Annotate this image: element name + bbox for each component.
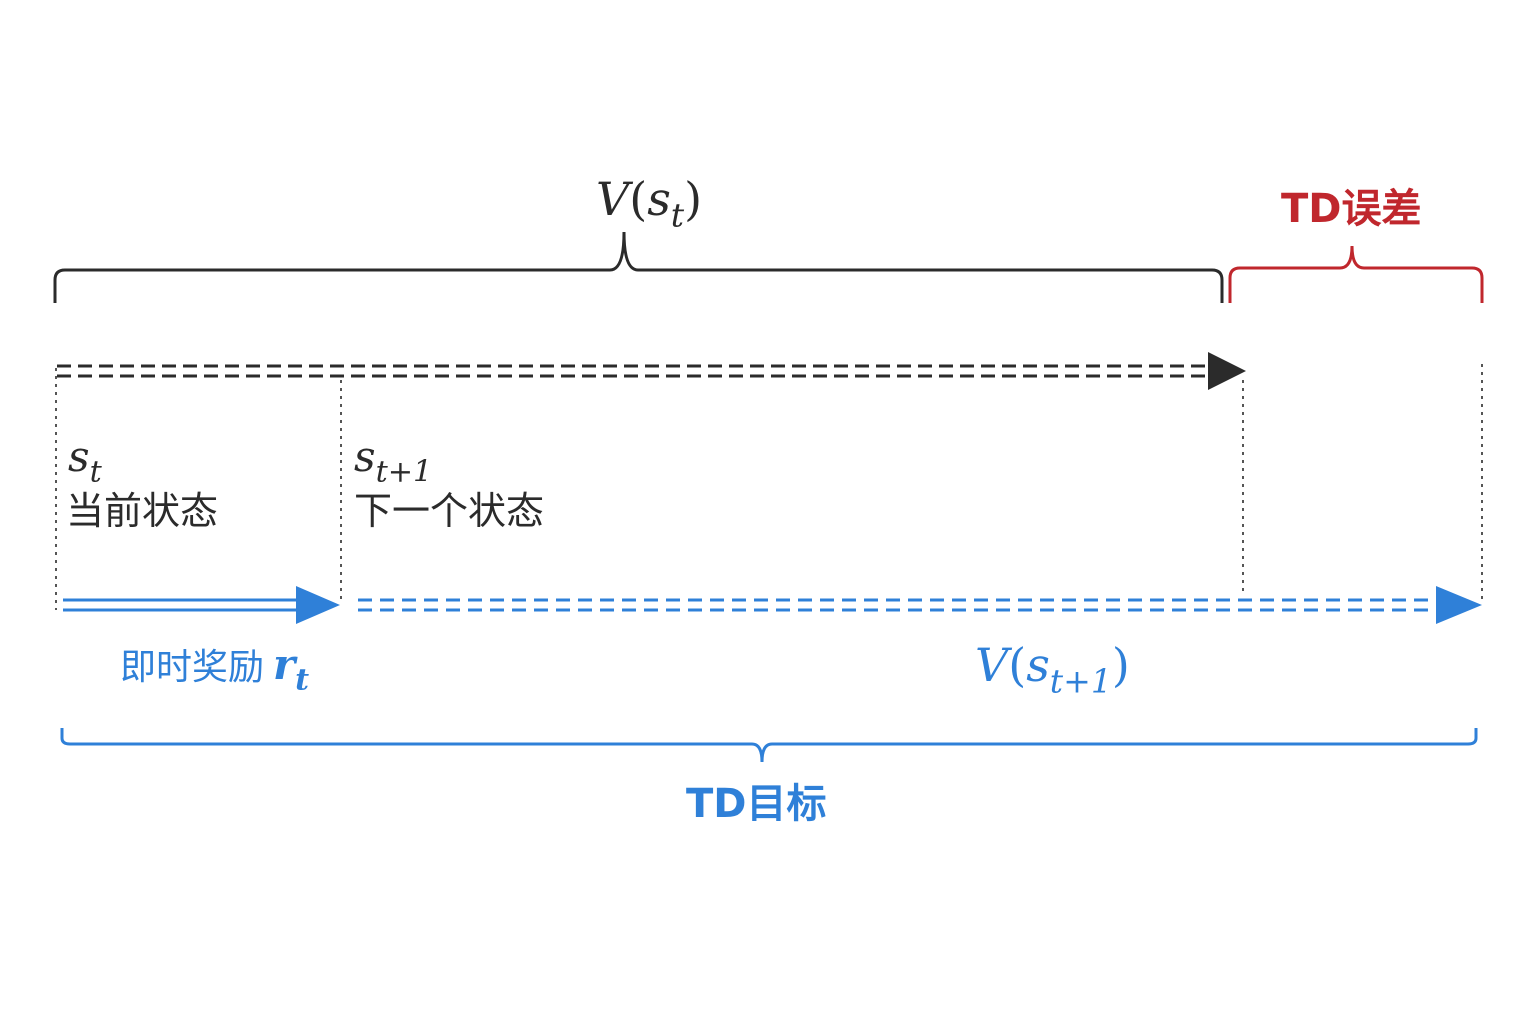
reward-arrowhead (296, 586, 340, 624)
reward-label: 即时奖励 rt (120, 644, 309, 696)
reward-symbol: rt (273, 640, 309, 696)
value-current-func: V (596, 172, 630, 226)
value-current-label: V(st) (596, 176, 702, 232)
value-current-arrowhead (1208, 352, 1246, 390)
reward-letter: r (273, 640, 296, 689)
current-state-subscript: t (89, 454, 102, 490)
next-state-letter: s (354, 432, 376, 481)
next-value-arrowhead (1436, 586, 1482, 624)
td-target-label: TD目标 (686, 781, 827, 827)
value-current-paren-open: ( (629, 172, 648, 226)
reward-caption: 即时奖励 (120, 647, 265, 688)
td-error-label: TD误差 (1281, 186, 1422, 232)
current-state-symbol: st (68, 436, 102, 488)
next-value-func: V (975, 638, 1009, 692)
reward-subscript: t (295, 662, 310, 698)
value-current-state: s (647, 172, 671, 226)
td-target-brace (60, 728, 1478, 763)
td-error-brace (1228, 245, 1484, 303)
current-state-caption: 当前状态 (66, 489, 219, 533)
next-state-symbol: st+1 (354, 436, 432, 488)
next-state-subscript: t+1 (375, 454, 433, 490)
next-state-caption: 下一个状态 (354, 489, 545, 533)
next-value-subscript: t+1 (1049, 661, 1112, 701)
next-value-paren-close: ) (1111, 638, 1130, 692)
value-current-paren-close: ) (684, 172, 703, 226)
value-current-subscript: t (670, 195, 685, 235)
current-state-letter: s (68, 432, 90, 481)
next-value-state: s (1026, 638, 1050, 692)
next-value-label: V(st+1) (975, 642, 1130, 698)
value-current-brace (53, 231, 1224, 303)
next-value-paren-open: ( (1008, 638, 1027, 692)
